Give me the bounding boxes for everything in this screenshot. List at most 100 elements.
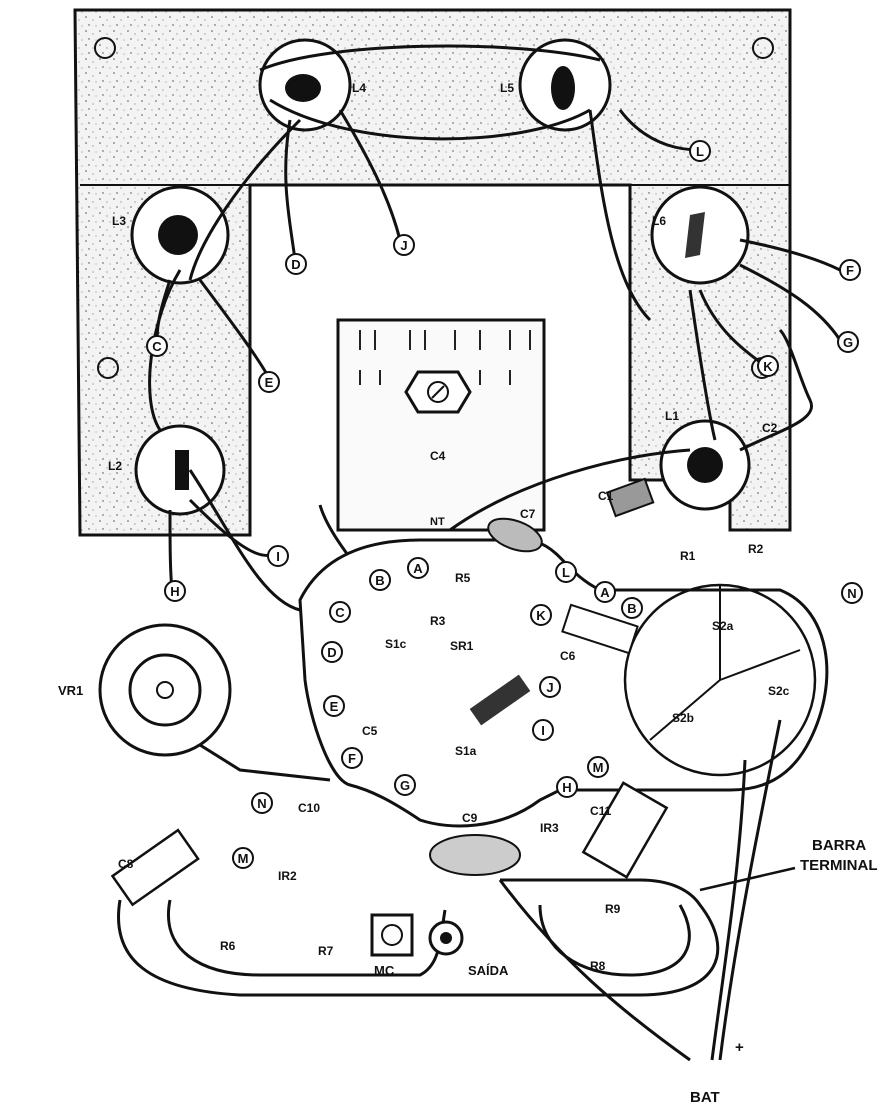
label-r8: R8	[590, 959, 606, 973]
label-l6: L6	[652, 214, 666, 228]
label-l3: L3	[112, 214, 126, 228]
label-l1: L1	[665, 409, 679, 423]
label-s2c: S2c	[768, 684, 790, 698]
barra-terminal-pointer	[699, 866, 796, 892]
label-c9: C9	[462, 811, 478, 825]
svg-text:E: E	[330, 699, 339, 714]
label-r7: R7	[318, 944, 334, 958]
svg-text:A: A	[413, 561, 423, 576]
svg-text:N: N	[257, 796, 266, 811]
label-s1a: S1a	[455, 744, 477, 758]
svg-text:D: D	[291, 257, 300, 272]
label-saida: SAÍDA	[468, 963, 509, 978]
label-r9: R9	[605, 902, 621, 916]
label-mc: MC	[374, 963, 395, 978]
svg-text:N: N	[847, 586, 856, 601]
label-l2: L2	[108, 459, 122, 473]
terminal-marker-j2: J	[539, 676, 561, 698]
label-r2: R2	[748, 542, 764, 556]
label-s2b: S2b	[672, 711, 694, 725]
terminal-marker-n2: N	[841, 582, 863, 604]
terminal-markers: A A B B C C D D E E F F G G H H I I J J …	[146, 140, 863, 869]
svg-text:L: L	[696, 144, 704, 159]
coil-l2	[134, 424, 226, 516]
svg-text:G: G	[400, 778, 410, 793]
label-c8: C8	[118, 857, 134, 871]
label-r3: R3	[430, 614, 446, 628]
svg-text:E: E	[265, 375, 274, 390]
svg-text:I: I	[276, 549, 280, 564]
callout-barra: BARRA	[812, 837, 866, 854]
terminal-bar	[117, 878, 720, 997]
svg-text:M: M	[238, 851, 249, 866]
label-vr1: VR1	[58, 683, 83, 698]
terminal-marker-k2: K	[530, 604, 552, 626]
chassis-wiring	[148, 44, 842, 641]
terminal-marker-g2: G	[394, 774, 416, 796]
terminal-marker-j1: J	[393, 234, 415, 256]
terminal-marker-e2: E	[323, 695, 345, 717]
terminal-marker-n1: N	[251, 792, 273, 814]
label-c11: C11	[590, 804, 612, 818]
label-c1: C1	[598, 489, 614, 503]
callout-terminal: TERMINAL	[800, 857, 878, 874]
chassis-labels: L4 L5 L3 L6 L2 L1 C4 C7 C1 C2 R1 R2 NT	[108, 81, 778, 563]
terminal-marker-i2: I	[532, 719, 554, 741]
label-sr1: SR1	[450, 639, 474, 653]
svg-text:D: D	[327, 645, 336, 660]
svg-text:K: K	[763, 359, 773, 374]
terminal-marker-c2: C	[329, 601, 351, 623]
microphone-jack	[370, 913, 414, 957]
variable-capacitor-c4	[336, 318, 546, 532]
label-ir2: IR2	[278, 869, 297, 883]
coil-l1	[659, 419, 751, 511]
label-l5: L5	[500, 81, 514, 95]
terminal-marker-c1: C	[146, 335, 168, 357]
terminal-marker-h2: H	[556, 776, 578, 798]
label-s2a: S2a	[712, 619, 734, 633]
coil-l3	[130, 185, 230, 285]
potentiometer-vr1	[98, 623, 331, 782]
terminal-marker-f1: F	[839, 259, 861, 281]
terminal-marker-m1: M	[232, 847, 254, 869]
svg-text:A: A	[600, 585, 610, 600]
label-s1c: S1c	[385, 637, 407, 651]
label-c2: C2	[762, 421, 778, 435]
board-labels: S1c S1a S2a S2b S2c C5 C6 C8 C9 C10 C11 …	[58, 571, 790, 978]
output-jack	[428, 920, 464, 956]
terminal-marker-m2: M	[587, 756, 609, 778]
svg-text:C: C	[152, 339, 162, 354]
svg-text:H: H	[170, 584, 179, 599]
terminal-marker-g1: G	[837, 331, 859, 353]
terminal-marker-d1: D	[285, 253, 307, 275]
terminal-marker-f2: F	[341, 747, 363, 769]
label-r1: R1	[680, 549, 696, 563]
battery-leads	[498, 719, 782, 1062]
terminal-marker-e1: E	[258, 371, 280, 393]
terminal-marker-d2: D	[321, 641, 343, 663]
svg-text:C: C	[335, 605, 345, 620]
svg-text:K: K	[536, 608, 546, 623]
terminal-marker-a2: A	[594, 581, 616, 603]
terminal-marker-b2: B	[621, 597, 643, 619]
label-c7: C7	[520, 507, 536, 521]
svg-text:M: M	[593, 760, 604, 775]
callout-bat: BAT	[690, 1089, 720, 1106]
label-c4: C4	[430, 449, 446, 463]
label-ir3: IR3	[540, 821, 559, 835]
svg-text:I: I	[541, 723, 545, 738]
label-l4: L4	[352, 81, 366, 95]
callouts: BARRA TERMINAL BAT +	[690, 837, 878, 1106]
svg-text:J: J	[400, 238, 407, 253]
svg-text:L: L	[562, 565, 570, 580]
coil-l6	[650, 185, 750, 285]
chassis	[73, 8, 792, 537]
label-nt: NT	[430, 516, 445, 528]
label-r6: R6	[220, 939, 236, 953]
svg-text:F: F	[348, 751, 356, 766]
label-c6: C6	[560, 649, 576, 663]
label-c5: C5	[362, 724, 378, 738]
coil-l5	[518, 38, 612, 132]
svg-text:B: B	[627, 601, 636, 616]
label-r5: R5	[455, 571, 471, 585]
